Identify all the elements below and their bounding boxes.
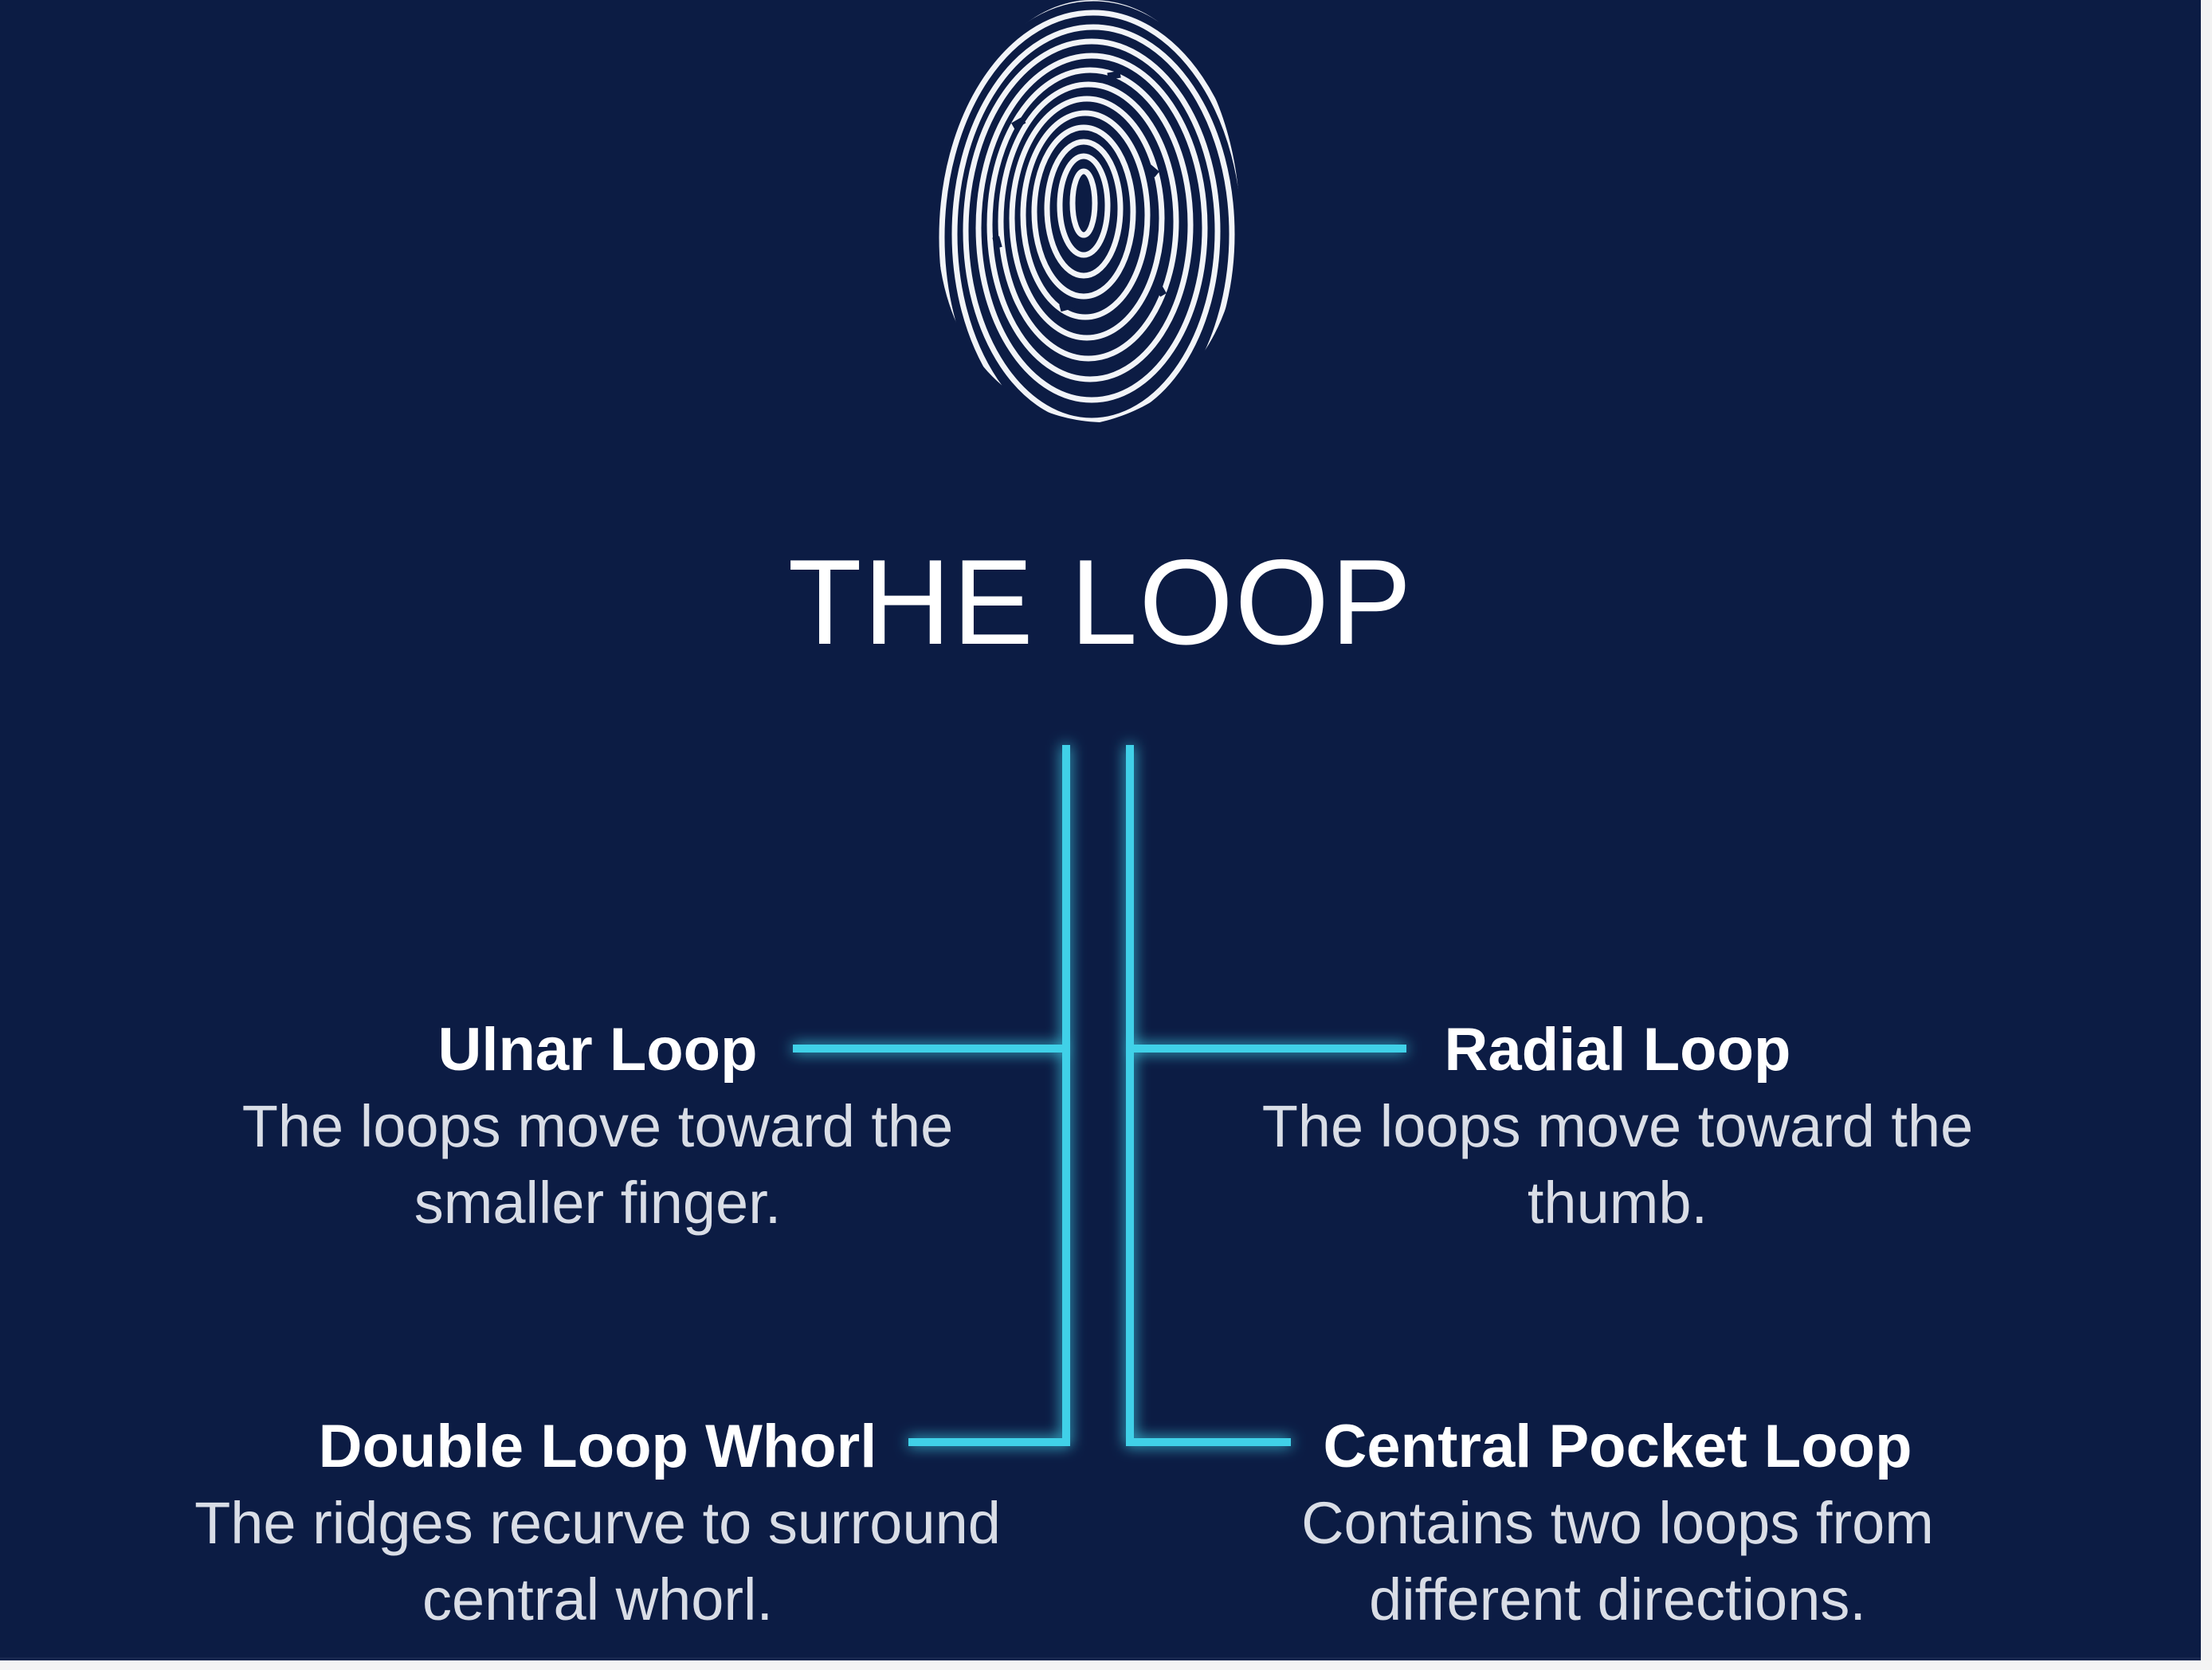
radial-loop-node: Radial Loop The loops move toward the th… bbox=[1195, 1012, 2040, 1241]
double-loop-whorl-node: Double Loop Whorl The ridges recurve to … bbox=[175, 1409, 1020, 1638]
central-pocket-loop-description: Contains two loops from different direct… bbox=[1301, 1490, 1934, 1633]
double-loop-whorl-heading: Double Loop Whorl bbox=[318, 1413, 877, 1480]
central-pocket-loop-heading: Central Pocket Loop bbox=[1323, 1413, 1912, 1480]
page-title: THE LOOP bbox=[787, 535, 1414, 670]
ulnar-loop-heading: Ulnar Loop bbox=[437, 1016, 758, 1084]
bottom-margin bbox=[0, 1660, 2212, 1670]
ulnar-loop-description: The loops move toward the smaller finger… bbox=[241, 1093, 954, 1236]
fingerprint-icon bbox=[936, 0, 1240, 422]
double-loop-whorl-description: The ridges recurve to surround central w… bbox=[194, 1490, 1001, 1633]
central-pocket-loop-node: Central Pocket Loop Contains two loops f… bbox=[1195, 1409, 2040, 1638]
bottom-divider bbox=[0, 1657, 2201, 1660]
right-margin bbox=[2201, 0, 2212, 1670]
radial-loop-description: The loops move toward the thumb. bbox=[1261, 1093, 1974, 1236]
radial-loop-heading: Radial Loop bbox=[1444, 1016, 1791, 1084]
ulnar-loop-node: Ulnar Loop The loops move toward the sma… bbox=[175, 1012, 1020, 1241]
